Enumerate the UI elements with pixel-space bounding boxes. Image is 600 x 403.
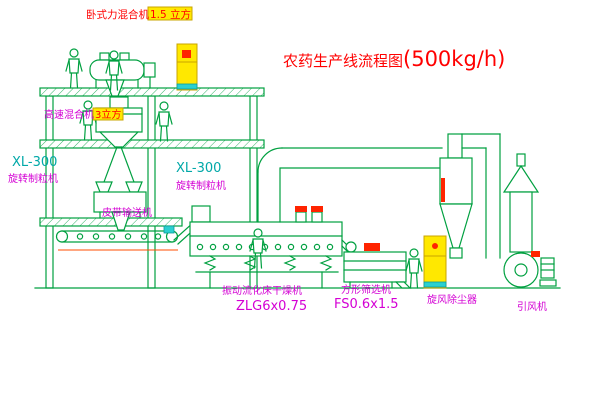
stack-rain-cap (502, 164, 540, 193)
diagram-title: 农药生产线流程图(500kg/h) (283, 47, 505, 71)
horizontal-mixer (89, 52, 156, 97)
fan-marker (531, 251, 540, 257)
cyclone-dust-collector (439, 133, 473, 259)
label-horizontal-mixer: 卧式力混合机1.5 立方 (86, 8, 191, 21)
building-frame (34, 87, 561, 289)
spring (283, 255, 297, 271)
fan-motor (540, 257, 555, 279)
roof-slab (39, 87, 265, 97)
spring (319, 255, 333, 271)
label-cyclone: 旋风除尘器 (427, 293, 477, 306)
belt-conveyor (55, 221, 199, 251)
label-belt-conveyor: 皮带输送机 (102, 206, 152, 219)
label-fan: 引风机 (517, 300, 547, 313)
induced-draft-fan (502, 153, 557, 288)
stack-tip (516, 153, 526, 167)
person-figure (155, 101, 173, 142)
dryer-nozzle-cap (311, 206, 323, 212)
conveyor-discharge-gate (163, 225, 175, 234)
control-cabinet-ground (423, 235, 447, 289)
control-cabinet-roof (176, 43, 198, 91)
cyclone-outlet-duct (461, 133, 501, 259)
cabinet-indicator (432, 243, 438, 249)
label-granulator-left-model: XL-300 (12, 155, 57, 170)
label-high-speed-mixer: 高速混合机3立方 (44, 108, 121, 121)
sieve-marker (364, 243, 380, 251)
spec-highlight (92, 107, 124, 121)
label-granulator-mid-name: 旋转制粒机 (176, 179, 226, 192)
fluid-bed-dryer (189, 205, 343, 289)
spring (203, 255, 217, 271)
spring (243, 255, 257, 271)
dryer-nozzle-cap (295, 206, 307, 212)
cyclone-marker (441, 178, 445, 202)
label-sieve-name: 方形筛选机 (341, 283, 391, 296)
sieve-motor (345, 241, 357, 253)
label-sieve-model: FS0.6x1.5 (334, 297, 399, 312)
person-figure (405, 248, 423, 289)
exhaust-duct (257, 147, 443, 223)
cabinet-indicator (182, 50, 191, 58)
label-granulator-mid-model: XL-300 (176, 161, 221, 176)
person-figure (65, 48, 83, 89)
mid-floor-slab (39, 139, 265, 149)
sieve-discharge (394, 281, 412, 289)
low-floor-slab (39, 217, 183, 227)
label-dryer-model: ZLG6x0.75 (236, 299, 307, 314)
labels-layer: 卧式力混合机1.5 立方 高速混合机3立方 XL-300 旋转制粒机 XL-30… (8, 6, 547, 314)
square-sieve (341, 239, 412, 289)
label-dryer-name: 振动流化床干燥机 (222, 284, 302, 297)
label-granulator-left-name: 旋转制粒机 (8, 172, 58, 185)
spec-highlight (147, 6, 193, 21)
exhaust-stack (509, 191, 533, 253)
granulator (93, 181, 147, 231)
